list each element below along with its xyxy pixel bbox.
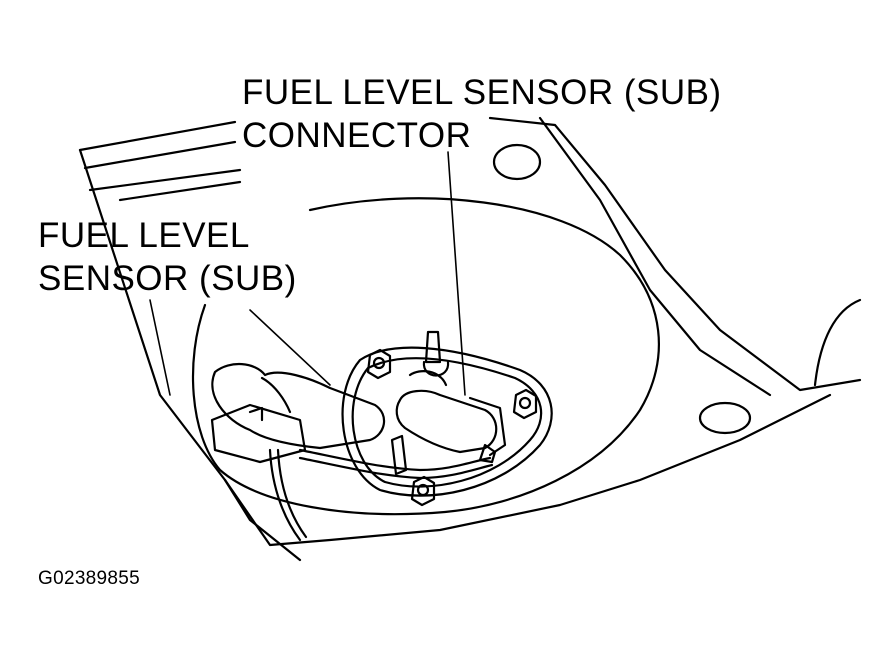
floor-panel-edge [78,120,242,202]
bolt-right [512,388,538,420]
service-hole-top [492,143,542,181]
wire-harness [298,448,492,472]
connector-callout-line2: CONNECTOR [242,116,472,155]
wire-clip [390,434,408,476]
sender-plate-inner [351,357,543,488]
fuel-level-sensor-sub [211,363,386,450]
floor-panel-lower [223,393,832,547]
connector-body [408,370,448,387]
service-hole-right [698,401,752,435]
sensor-callout-line2: SENSOR (SUB) [38,259,297,298]
floor-panel-right-edge [538,116,772,397]
fuel-pipe [424,330,442,364]
tank-opening [191,197,660,516]
floor-panel-left [78,148,302,562]
leader-connector [447,151,466,396]
connector-callout-line1: FUEL LEVEL SENSOR (SUB) [242,73,722,112]
bolt-left [366,348,392,380]
sensor-callout-line1: FUEL LEVEL [38,216,250,255]
floor-panel-right-top [488,116,862,392]
leader-sensor [149,299,331,396]
lead-wire [268,448,302,542]
bolt-bottom [410,475,436,507]
sender-plate [341,346,553,497]
floor-panel-far-right [813,298,862,387]
figure-code: G02389855 [38,568,141,589]
